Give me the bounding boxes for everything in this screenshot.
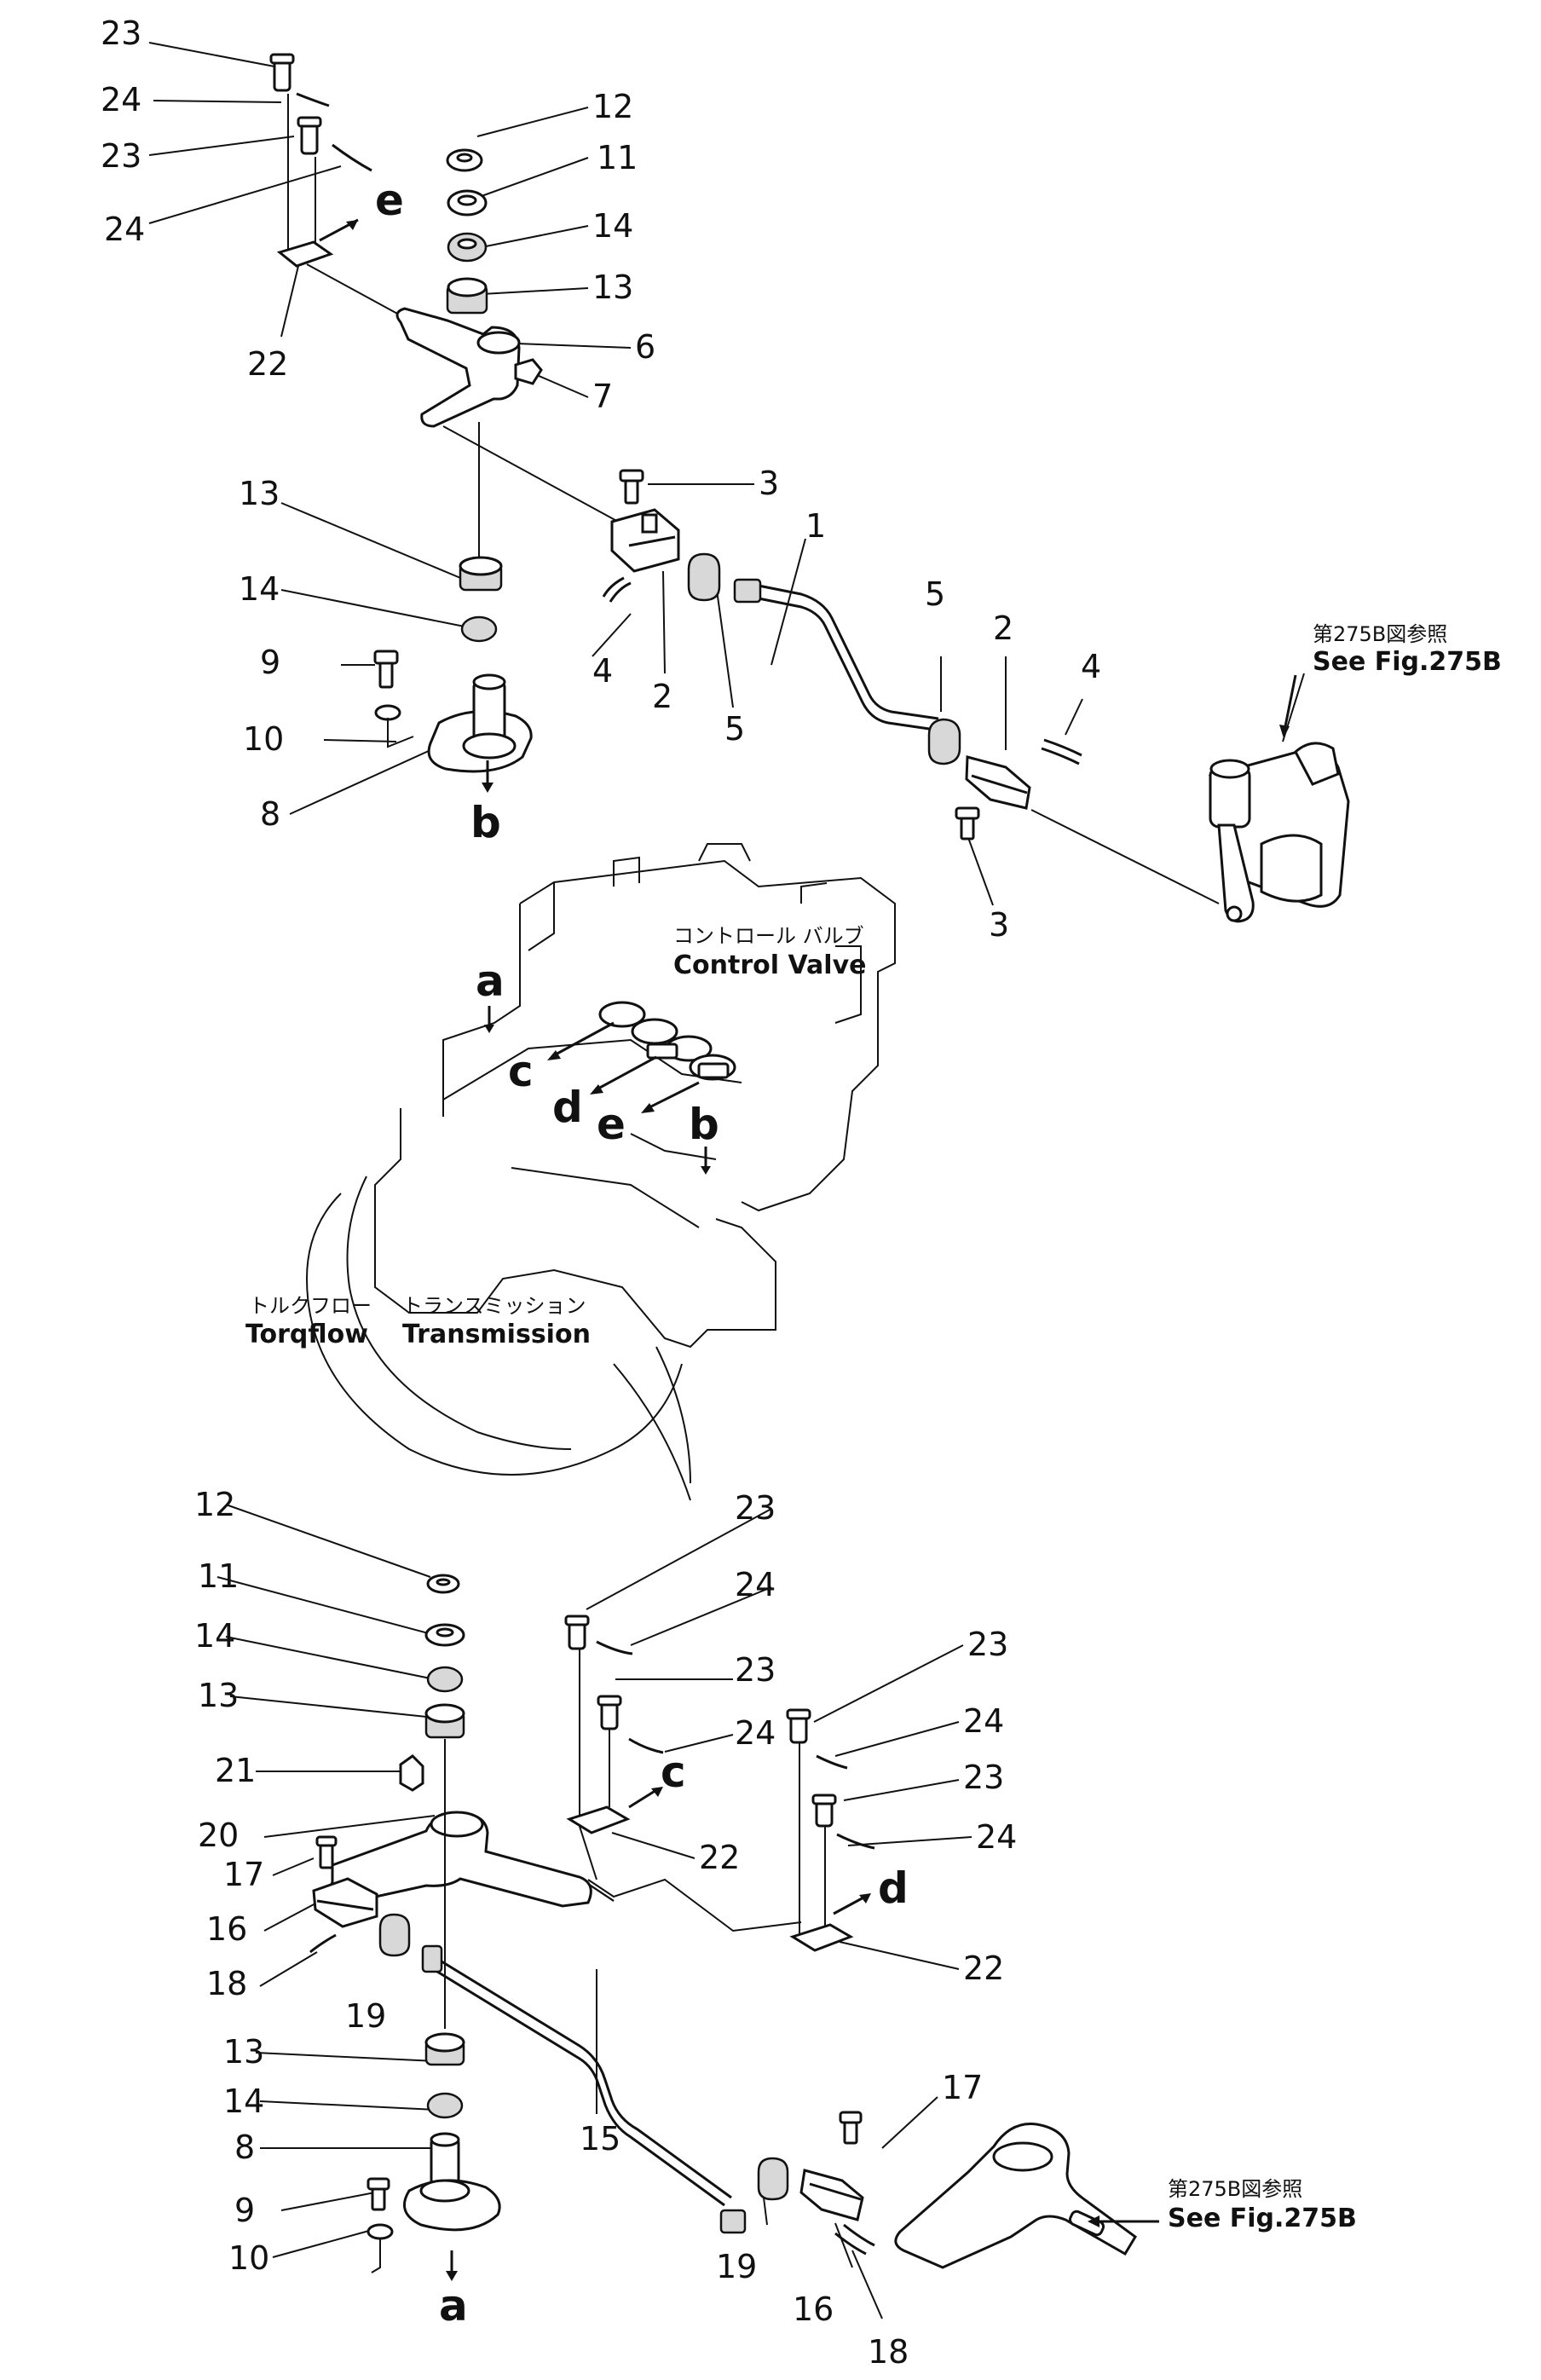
letter-d: d [552,1083,583,1132]
letter-b: b [470,798,501,847]
transmission-label: Transmission [402,1320,591,1349]
callout-10: 10 [228,2239,269,2277]
callout-13: 13 [592,269,633,306]
callout-14: 14 [194,1617,235,1655]
callout-23: 23 [735,1489,776,1527]
bottom-callouts: 12 11 14 13 21 20 17 16 18 19 13 14 8 9 … [194,1486,1357,2371]
callout-22: 22 [247,345,288,383]
letter-e: e [597,1100,626,1149]
callout-7: 7 [592,378,613,415]
letter-c: c [508,1047,534,1096]
callout-14: 14 [592,207,633,245]
letter-d: d [878,1863,909,1913]
callout-10: 10 [243,720,284,758]
ref-jp: 第275B図参照 [1168,2177,1302,2201]
middle-labels: コントロール バルブ Control Valve トルクフロー Torqflow… [245,924,866,1349]
letter-c: c [661,1747,686,1797]
callout-17: 17 [223,1856,264,1893]
ref-en: See Fig.275B [1168,2204,1357,2233]
callout-13: 13 [239,475,280,512]
callout-14: 14 [223,2082,264,2120]
callout-11: 11 [198,1557,239,1595]
callout-19: 19 [716,2248,757,2285]
callout-6: 6 [635,328,655,366]
callout-12: 12 [592,88,633,125]
callout-23: 23 [101,14,141,52]
callout-17: 17 [942,2069,983,2106]
torqflow-label: Torqflow [245,1320,368,1349]
bottom-assembly [216,1504,1159,2319]
callout-12: 12 [194,1486,235,1523]
callout-21: 21 [215,1752,256,1789]
callout-19: 19 [345,1997,386,2035]
callout-1: 1 [805,507,826,545]
transmission-sketch [305,843,896,1501]
control-valve-jp: コントロール バルブ [673,924,864,948]
callout-22: 22 [963,1950,1004,1987]
ref-jp: 第275B図参照 [1313,622,1447,646]
letter-b: b [689,1100,719,1149]
callout-8: 8 [260,795,280,833]
callout-8: 8 [234,2129,255,2166]
callout-2: 2 [652,678,672,715]
callout-3: 3 [759,465,779,502]
callout-24: 24 [735,1566,776,1603]
callout-5: 5 [724,710,745,748]
callout-24: 24 [104,211,145,248]
callout-23: 23 [963,1759,1004,1796]
control-valve-label: Control Valve [673,950,866,980]
callout-24: 24 [963,1702,1004,1740]
callout-4: 4 [1081,648,1101,685]
callout-23: 23 [101,137,141,175]
callout-22: 22 [699,1839,740,1876]
callout-2: 2 [993,609,1013,647]
letter-a: a [476,956,505,1006]
callout-24: 24 [976,1818,1017,1856]
callout-3: 3 [989,906,1009,944]
top-callouts: 23 24 23 24 22 12 11 14 13 6 7 3 13 14 9… [101,14,1502,944]
callout-14: 14 [239,570,280,608]
letter-a: a [439,2281,468,2331]
transmission-jp: トランスミッション [402,1294,586,1318]
letter-e: e [375,176,404,225]
callout-15: 15 [580,2120,620,2158]
top-assembly [148,42,1350,923]
torqflow-jp: トルクフロー [249,1294,372,1318]
callout-23: 23 [967,1626,1008,1663]
callout-23: 23 [735,1651,776,1689]
callout-18: 18 [206,1965,247,2002]
callout-24: 24 [101,81,141,118]
callout-16: 16 [793,2290,834,2328]
callout-16: 16 [206,1910,247,1948]
callout-24: 24 [735,1714,776,1752]
callout-18: 18 [868,2333,909,2371]
callout-13: 13 [198,1677,239,1714]
lever-assembly-275b [1209,742,1350,923]
ref-en: See Fig.275B [1313,647,1502,677]
callout-4: 4 [592,652,613,690]
lever-275b-bottom [894,2123,1137,2269]
callout-13: 13 [223,2033,264,2071]
callout-20: 20 [198,1817,239,1854]
callout-9: 9 [234,2192,255,2229]
callout-5: 5 [925,575,945,613]
callout-9: 9 [260,644,280,681]
callout-11: 11 [597,139,638,176]
